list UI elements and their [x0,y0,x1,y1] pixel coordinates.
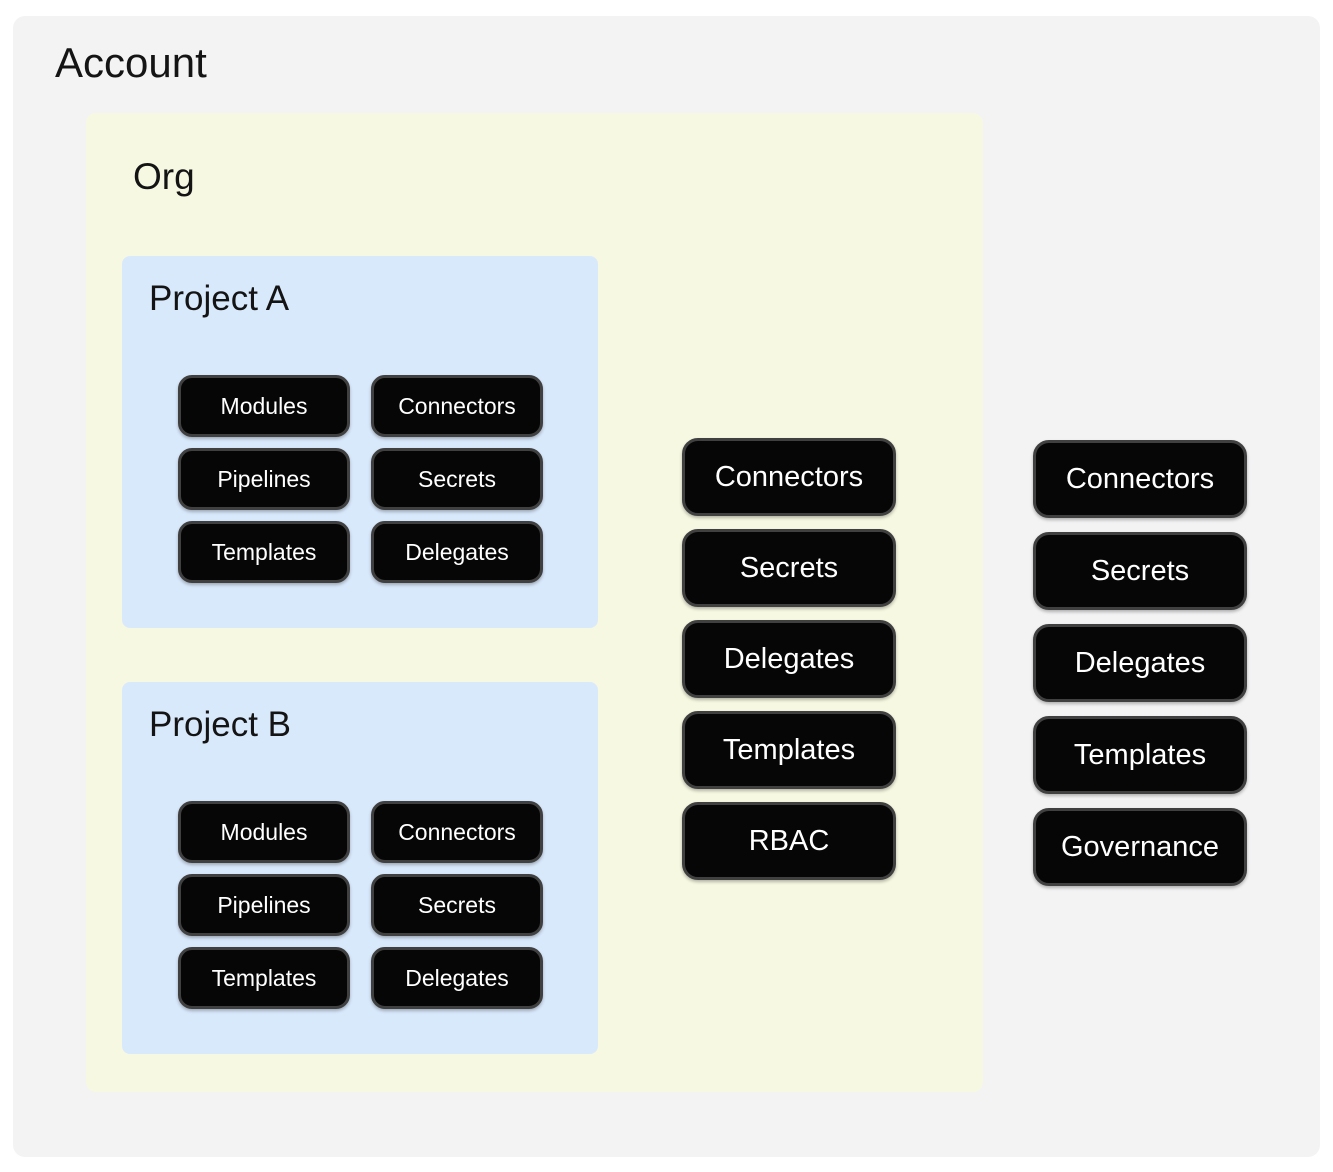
project-b-title: Project B [149,705,291,744]
account-title: Account [55,39,207,86]
project-resource-pill: Pipelines [178,448,350,510]
project-resource-pill: Delegates [371,947,543,1009]
project-resource-pill: Delegates [371,521,543,583]
org-resource-pill: RBAC [682,802,896,880]
org-resource-pill: Delegates [682,620,896,698]
org-resource-pill: Templates [682,711,896,789]
project-a-title: Project A [149,279,290,318]
org-title: Org [133,156,195,197]
project-resource-pill: Pipelines [178,874,350,936]
org-resource-pill: Secrets [682,529,896,607]
project-resource-pill: Secrets [371,874,543,936]
account-resource-pill: Governance [1033,808,1247,886]
account-resource-pill: Delegates [1033,624,1247,702]
account-resource-pill: Connectors [1033,440,1247,518]
project-resource-pill: Secrets [371,448,543,510]
project-resource-pill: Modules [178,375,350,437]
account-resource-pill: Templates [1033,716,1247,794]
org-resource-pill: Connectors [682,438,896,516]
project-resource-pill: Connectors [371,801,543,863]
project-resource-pill: Modules [178,801,350,863]
project-resource-pill: Templates [178,947,350,1009]
project-resource-pill: Templates [178,521,350,583]
project-resource-pill: Connectors [371,375,543,437]
account-resource-pill: Secrets [1033,532,1247,610]
